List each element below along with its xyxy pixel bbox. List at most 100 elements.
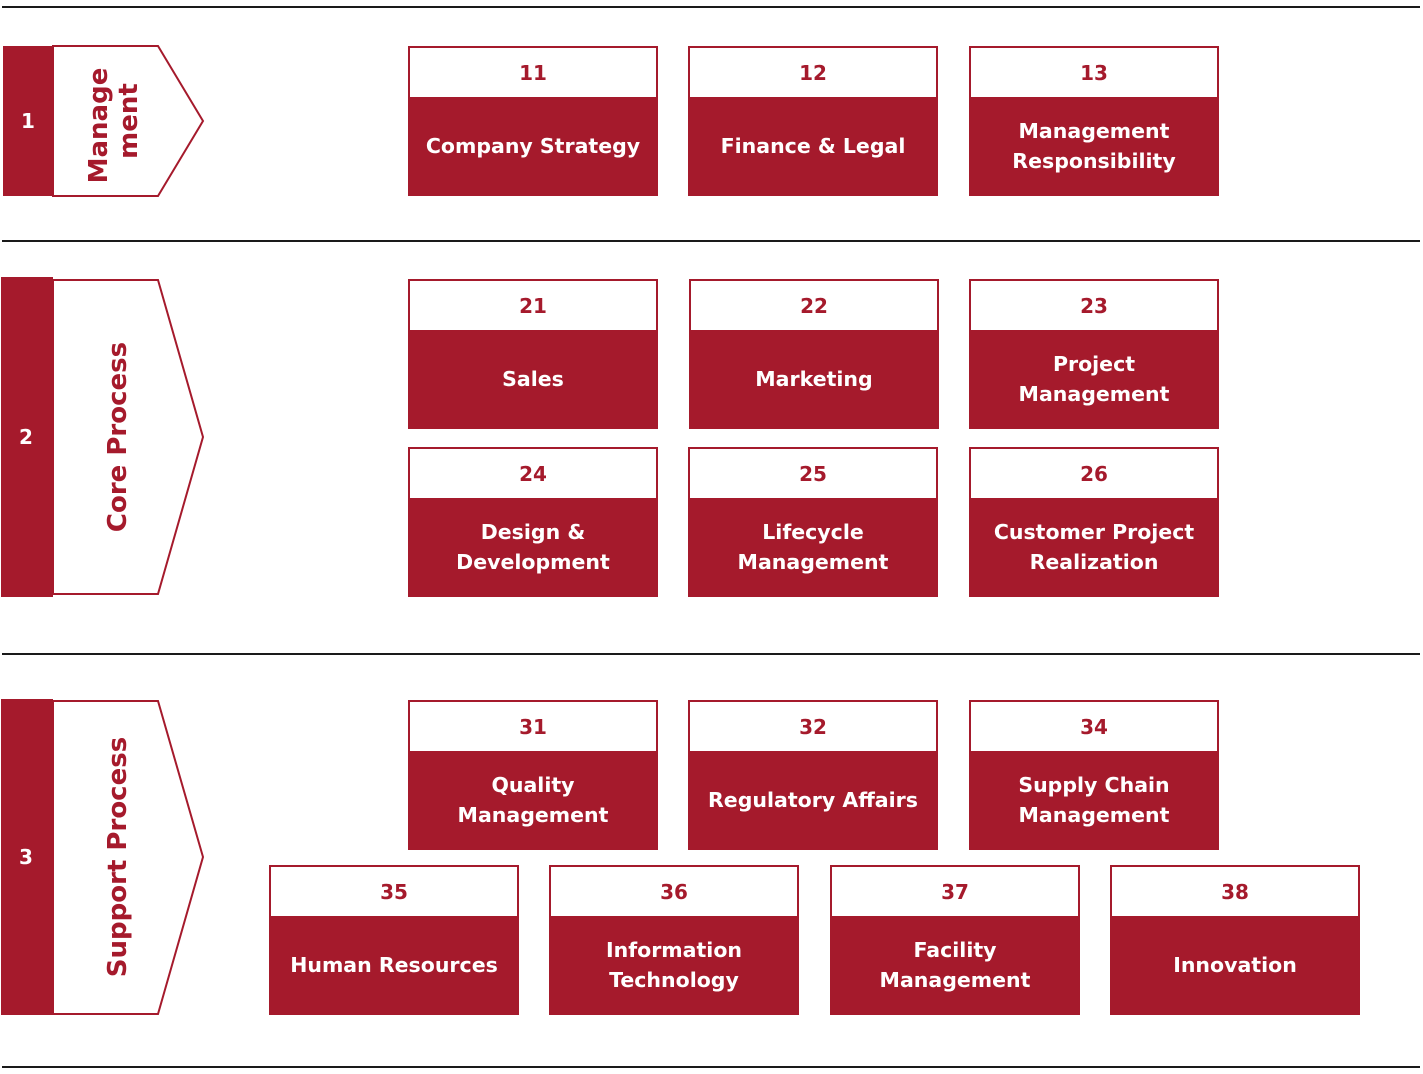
process-card-21[interactable]: 21 Sales [408,279,658,429]
card-title: Company Strategy [410,97,656,194]
section-label-core-process: 2 Core Process [1,277,205,597]
card-title-line: Development [456,549,610,574]
section-number: 2 [19,425,33,449]
chevron-shape [52,700,205,1015]
card-number: 36 [660,879,688,904]
card-number: 37 [941,879,969,904]
section-number-tab [1,699,53,1015]
card-title-line: Technology [609,967,739,992]
card-title: Marketing [691,330,937,427]
process-card-24[interactable]: 24 Design & Development [408,447,658,597]
card-title-line: Management [737,549,889,574]
card-title-line: Design & [480,519,586,544]
process-card-11[interactable]: 11 Company Strategy [408,46,658,196]
card-title-line: Regulatory Affairs [708,787,918,812]
card-number: 23 [1080,293,1108,318]
card-number: 12 [799,60,827,85]
card-title-line: Supply Chain [1018,772,1170,797]
section-title: Manage ment [84,59,144,184]
card-title-line: Management [1018,118,1170,143]
card-title: Finance & Legal [690,97,936,194]
card-number: 11 [519,60,547,85]
section-number: 3 [19,845,33,869]
section-label-management: 1 Manage ment [3,45,205,197]
card-title-line: Management [1018,802,1170,827]
process-card-22[interactable]: 22 Marketing [689,279,939,429]
divider-bottom [2,1066,1420,1068]
card-number: 38 [1221,879,1249,904]
divider-top [2,6,1420,8]
card-title-line: Customer Project [993,519,1195,544]
process-card-12[interactable]: 12 Finance & Legal [688,46,938,196]
card-title-lines: Regulatory Affairs [708,785,918,815]
divider-2-3 [2,653,1420,655]
card-title-line: Management [457,802,609,827]
card-title-line: Marketing [755,366,873,391]
card-title: Human Resources [271,916,517,1013]
card-title-line: Project [1052,351,1136,376]
card-title-lines: Innovation [1173,950,1297,980]
card-title-line: Information [605,937,743,962]
card-title-line: Lifecycle [762,519,864,544]
card-number: 25 [799,461,827,486]
card-title-line: Sales [502,366,564,391]
card-title-line: Management [879,967,1031,992]
divider-1-2 [2,240,1420,242]
process-card-32[interactable]: 32 Regulatory Affairs [688,700,938,850]
card-number: 13 [1080,60,1108,85]
card-title-line: Facility [913,937,997,962]
process-card-35[interactable]: 35 Human Resources [269,865,519,1015]
process-card-38[interactable]: 38 Innovation [1110,865,1360,1015]
card-number: 35 [380,879,408,904]
card-title-line: Company Strategy [425,133,641,158]
card-title: Regulatory Affairs [690,751,936,848]
card-title-line: Quality [491,772,575,797]
card-number: 24 [519,461,547,486]
section-title: Core Process [103,342,133,532]
section-title: Support Process [103,737,133,977]
card-title-line: Management [1018,381,1170,406]
section-label-support-process: 3 Support Process [1,699,205,1015]
card-number: 21 [519,293,547,318]
card-title-lines: Design & Development [456,517,610,577]
section-number-tab [3,46,53,196]
card-number: 34 [1080,714,1108,739]
section-number: 1 [21,109,35,133]
card-number: 31 [519,714,547,739]
card-title-line: Realization [1029,549,1159,574]
card-title-lines: Sales [502,364,564,394]
card-title-line: Finance & Legal [720,133,906,158]
card-title: Design & Development [410,498,656,595]
section-number-tab [1,277,53,597]
card-title-lines: Finance & Legal [721,131,906,161]
card-title-line: Human Resources [290,952,498,977]
card-number: 26 [1080,461,1108,486]
card-title: Sales [410,330,656,427]
card-title-lines: Marketing [755,364,872,394]
card-title-line: Responsibility [1012,148,1176,173]
